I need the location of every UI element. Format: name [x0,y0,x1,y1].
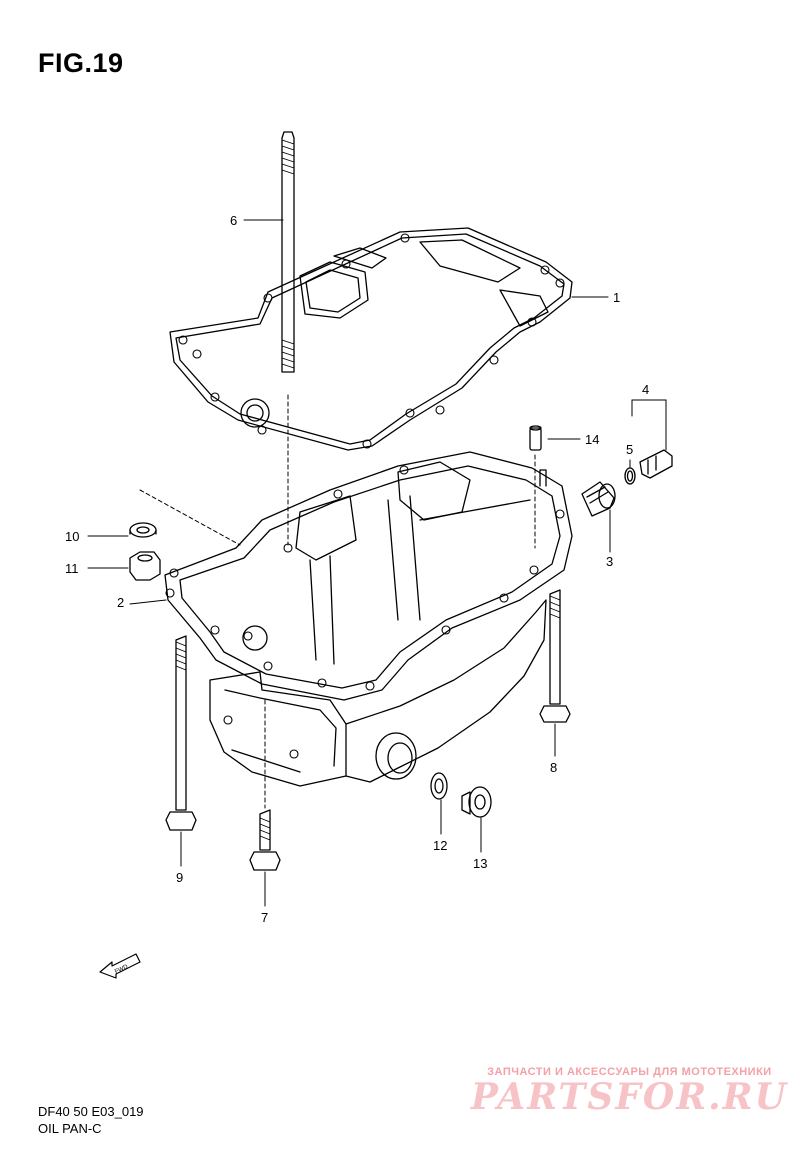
callout-1: 1 [613,290,620,305]
drain-washer-part[interactable] [430,772,448,800]
nut-11-part[interactable] [129,551,161,581]
o-ring-part[interactable] [624,467,636,485]
callout-11: 11 [65,561,79,576]
diagram-code-block: DF40 50 E03_019 OIL PAN-C [38,1103,144,1137]
fwd-label: FWD [114,964,130,975]
stud-bolt-part[interactable] [281,131,295,373]
callout-4: 4 [642,382,649,397]
drain-plug-part[interactable] [461,786,492,818]
callout-2: 2 [117,595,124,610]
washer-10-part[interactable] [129,522,157,538]
breather-fitting-part[interactable] [639,449,673,479]
oil-fitting-part[interactable] [581,481,616,517]
callout-14: 14 [585,432,599,447]
oil-pan-part[interactable] [164,451,573,787]
callout-7: 7 [261,910,268,925]
gasket-part[interactable] [169,227,573,451]
bolt-8-part[interactable] [539,589,571,723]
callout-3: 3 [606,554,613,569]
section-name: OIL PAN-C [38,1121,102,1136]
watermark: ЗАПЧАСТИ И АКСЕССУАРЫ ДЛЯ МОТОТЕХНИКИ PA… [471,1066,788,1118]
fwd-arrow-icon: FWD [99,953,141,979]
long-bolt-9-part[interactable] [165,635,197,831]
dowel-pin-part[interactable] [529,425,542,451]
leader-lines [87,219,667,907]
callout-10: 10 [65,529,79,544]
callout-8: 8 [550,760,557,775]
callout-9: 9 [176,870,183,885]
callout-13: 13 [473,856,487,871]
alignment-lines [139,394,536,809]
model-code: DF40 50 E03_019 [38,1104,144,1119]
watermark-tagline: ЗАПЧАСТИ И АКСЕССУАРЫ ДЛЯ МОТОТЕХНИКИ [487,1066,772,1078]
watermark-logo: PARTSFOR.RU [470,1076,788,1118]
bolt-7-part[interactable] [249,809,281,871]
callout-12: 12 [433,838,447,853]
callout-5: 5 [626,442,633,457]
figure-title: FIG.19 [38,48,124,78]
callout-6: 6 [230,213,237,228]
